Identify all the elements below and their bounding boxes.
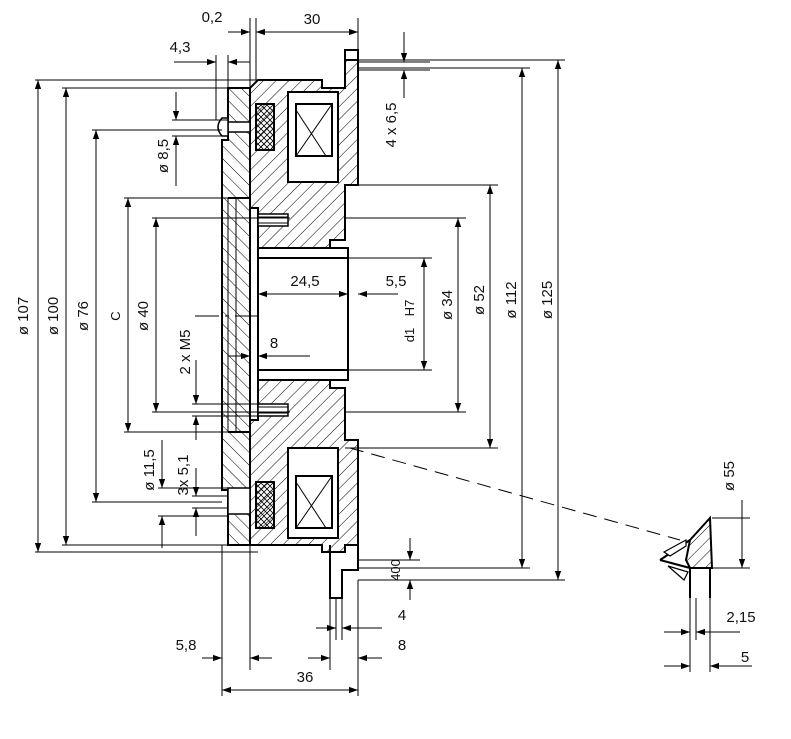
d52-label: ø 52: [471, 285, 488, 315]
dim-d107: ø 107: [15, 79, 258, 553]
t-30-label: 30: [304, 11, 321, 28]
dim-d52: ø 52: [345, 184, 498, 449]
dim-8-bottom: 8: [308, 580, 406, 696]
dim-0-2: 0,2: [202, 9, 257, 88]
t-8b-label: 8: [398, 637, 406, 654]
dim-d1-h7: d1 H7: [348, 257, 432, 371]
t-4-label: 4: [398, 607, 406, 624]
dim-d40: ø 40: [135, 217, 290, 413]
d125-label: ø 125: [539, 281, 556, 319]
flange-tab-lower: [329, 545, 359, 599]
dim-5-5: 5,5: [358, 273, 407, 298]
screw-m5-lower: [257, 403, 289, 417]
m5-label: 2 x M5: [177, 329, 194, 374]
dim-d76: ø 76: [75, 129, 222, 503]
d107-label: ø 107: [15, 297, 32, 335]
d8-5-label: ø 8,5: [155, 139, 172, 173]
friction-lining-lower: [255, 481, 275, 529]
dim-4: 4: [316, 598, 406, 640]
dim-4-3: 4,3: [170, 39, 250, 120]
d1-label: d1: [402, 328, 417, 342]
dim-m5: 2 x M5: [177, 329, 258, 440]
dim-5-detail: 5: [664, 649, 752, 670]
screw-m5-upper: [257, 213, 289, 227]
dim-36: 36: [222, 669, 358, 694]
dim-d100: ø 100: [45, 87, 228, 546]
dim-holes-5-1: 3x 5,1: [175, 455, 228, 536]
dim-holes-6-5: 4 x 6,5: [358, 32, 430, 148]
coil-upper: [287, 91, 339, 183]
d40-label: ø 40: [135, 301, 152, 331]
dim-400: 400: [358, 538, 420, 600]
friction-lining-upper: [255, 103, 275, 151]
dim-24-5: 24,5: [258, 273, 348, 298]
d112-label: ø 112: [503, 281, 520, 318]
d11-5-label: ø 11,5: [141, 449, 158, 490]
t-0-2-label: 0,2: [202, 9, 223, 26]
flange-tab-upper: [344, 49, 359, 60]
armature-plate: [221, 87, 251, 546]
t-5-label: 5: [741, 649, 749, 666]
dim-5-8: 5,8: [176, 545, 272, 696]
dim-2-15: 2,15: [664, 598, 756, 640]
dim-d112: ø 112: [358, 67, 530, 569]
dim-d34: ø 34: [345, 217, 466, 413]
t-24-5-label: 24,5: [290, 273, 319, 290]
dim-d125: ø 125: [358, 59, 565, 581]
t-400-label: 400: [388, 559, 403, 581]
rivet-lower: [227, 487, 251, 515]
holes-5-1-label: 3x 5,1: [175, 455, 192, 496]
c-label: C: [108, 311, 123, 320]
t-2-15-label: 2,15: [726, 609, 755, 626]
d55-label: ø 55: [721, 461, 738, 491]
t-5-5-label: 5,5: [386, 273, 407, 290]
t-36-label: 36: [297, 669, 314, 686]
t-5-8-label: 5,8: [176, 637, 197, 654]
detail-leader-line: [349, 447, 681, 541]
d100-label: ø 100: [45, 297, 62, 335]
detail-view: [659, 515, 714, 672]
t-8-label: 8: [270, 335, 278, 352]
d34-label: ø 34: [439, 290, 456, 320]
t-4-3-label: 4,3: [170, 39, 191, 56]
dim-30: 30: [256, 11, 359, 50]
coil-lower: [287, 447, 339, 539]
dim-d8-5: ø 8,5: [155, 92, 228, 186]
holes-6-5-label: 4 x 6,5: [383, 102, 400, 147]
dim-c: C: [108, 197, 228, 433]
dim-d55: ø 55: [712, 461, 750, 569]
d76-label: ø 76: [75, 301, 92, 331]
dim-8-inner: 8: [228, 335, 310, 360]
h7-label: H7: [402, 300, 417, 317]
